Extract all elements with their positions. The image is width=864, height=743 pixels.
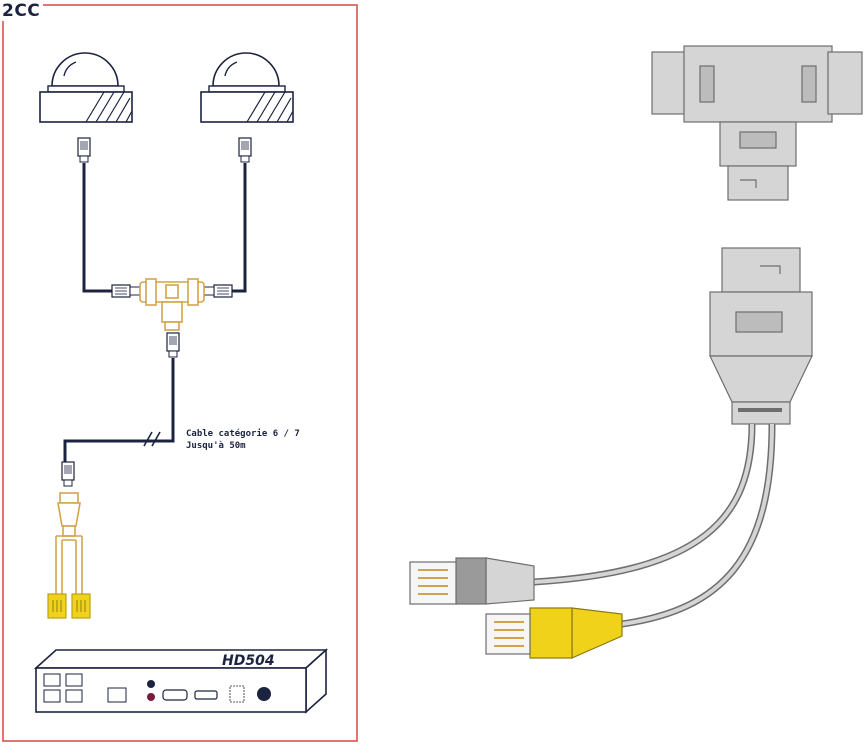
cable-note: Cable catégorie 6 / 7 Jusqu'à 50m <box>186 428 300 452</box>
dome-camera-icon <box>200 52 294 123</box>
cable-note-line: Cable catégorie 6 / 7 <box>186 429 300 439</box>
panel-tag: 2CC <box>2 1 44 21</box>
rj45-connector-icon <box>166 332 180 358</box>
rj45-connector-icon <box>111 284 141 298</box>
dome-camera-icon <box>39 52 133 123</box>
recorder-model: HD504 <box>222 653 275 669</box>
rj45-connector-icon <box>203 284 233 298</box>
t-splitter-icon <box>651 45 863 201</box>
t-splitter-icon <box>139 278 205 331</box>
rj45-connector-icon <box>77 137 91 163</box>
recorder-icon: HD504 <box>33 648 329 714</box>
trunk-cable <box>63 358 175 462</box>
camera-cable <box>82 163 247 293</box>
rj45-connector-icon <box>61 461 75 487</box>
y-splitter-icon <box>47 492 91 619</box>
y-splitter-icon <box>409 247 813 659</box>
diagram-frame <box>2 4 358 742</box>
cable-note-line: Jusqu'à 50m <box>186 441 246 451</box>
rj45-connector-icon <box>238 137 252 163</box>
